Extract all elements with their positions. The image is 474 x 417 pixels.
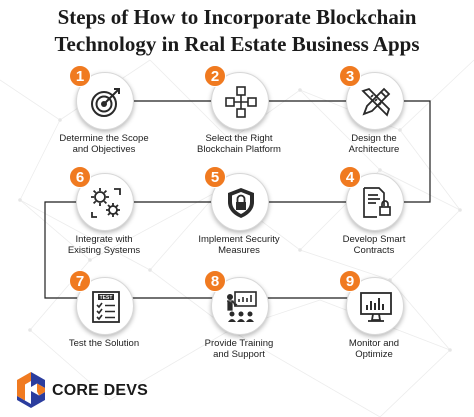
step-number-badge: 1 [69, 65, 91, 87]
core-devs-logo-mark [17, 372, 45, 408]
step-number-badge: 4 [339, 166, 361, 188]
step-9-circle: 9 [339, 270, 404, 335]
step-5-circle: 5 [204, 166, 269, 231]
svg-text:TEST: TEST [100, 295, 113, 301]
step-label: Design the Architecture [348, 133, 400, 155]
step-label: Integrate with Existing Systems [67, 234, 141, 256]
step-7-circle: TEST 7 [69, 270, 134, 335]
smart-contract-icon [363, 187, 391, 218]
target-icon [91, 88, 120, 117]
step-4-circle: 4 [339, 166, 404, 231]
step-8-circle: 8 [204, 270, 269, 335]
security-shield-icon [228, 188, 254, 218]
step-label: Test the Solution [68, 338, 140, 349]
core-devs-logo: CORE DEVS [14, 370, 154, 410]
step-number-badge: 3 [339, 65, 361, 87]
step-2-circle: 2 [204, 65, 269, 130]
title-line-2: Technology in Real Estate Business Apps [54, 32, 420, 56]
monitor-analytics-icon [360, 292, 392, 322]
step-label: Determine the Scope and Objectives [59, 133, 149, 155]
step-label: Select the Right Blockchain Platform [197, 133, 281, 155]
step-label: Provide Training and Support [204, 338, 274, 360]
step-number-badge: 7 [69, 270, 91, 292]
step-number-badge: 6 [69, 166, 91, 188]
step-label: Implement Security Measures [198, 234, 280, 256]
design-tools-icon [361, 87, 391, 117]
step-number-badge: 9 [339, 270, 361, 292]
page-title: Steps of How to Incorporate Blockchain T… [0, 4, 474, 58]
blockchain-cubes-icon [225, 86, 257, 118]
training-presentation-icon [227, 291, 257, 322]
title-line-1: Steps of How to Incorporate Blockchain [57, 5, 417, 29]
step-6-circle: 6 [69, 166, 134, 231]
step-number-badge: 5 [204, 166, 226, 188]
step-label: Monitor and Optimize [348, 338, 400, 360]
step-1-circle: 1 [69, 65, 134, 130]
gears-integration-icon [91, 188, 121, 218]
step-label: Develop Smart Contracts [342, 234, 406, 256]
step-number-badge: 2 [204, 65, 226, 87]
logo-text: CORE DEVS [52, 382, 149, 399]
step-number-badge: 8 [204, 270, 226, 292]
step-3-circle: 3 [339, 65, 404, 130]
test-checklist-icon: TEST [92, 291, 120, 323]
